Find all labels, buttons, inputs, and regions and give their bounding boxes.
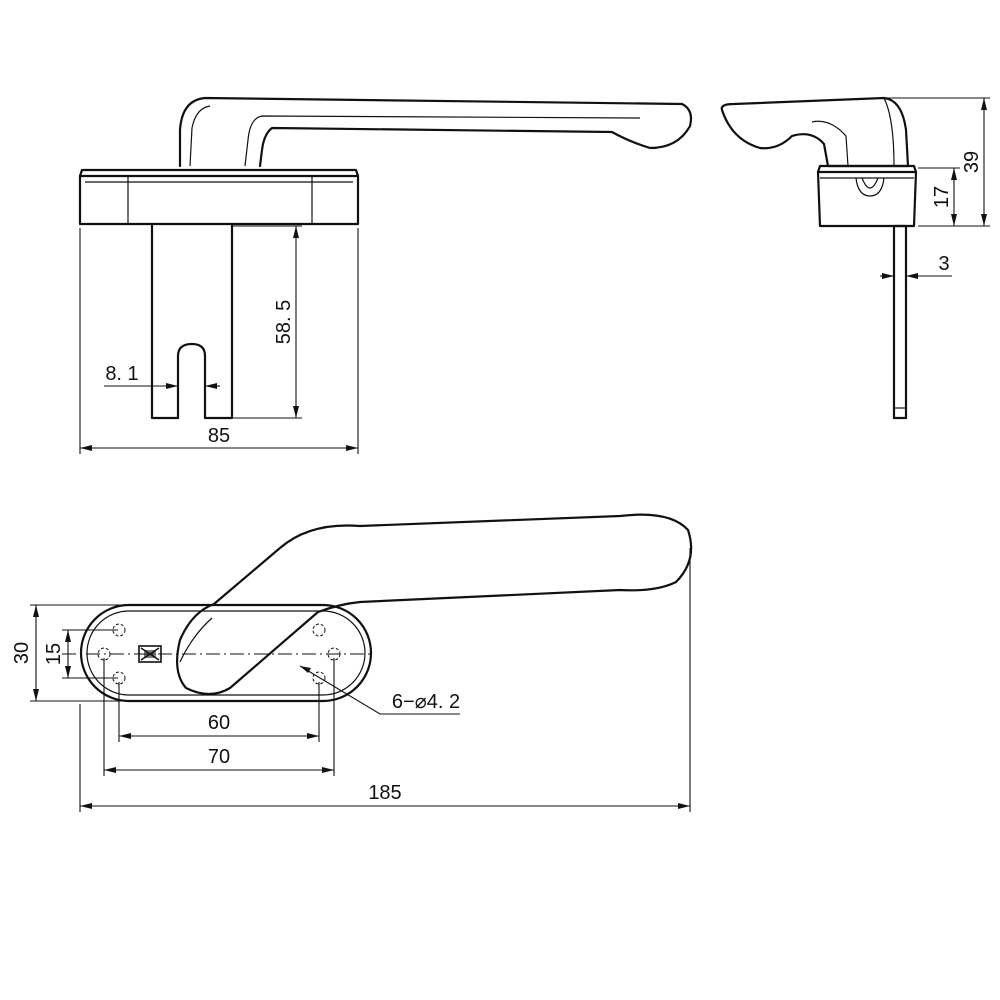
dim-label-15: 15 bbox=[43, 643, 65, 665]
dim-label-60: 60 bbox=[208, 712, 230, 734]
hole bbox=[112, 671, 126, 685]
dim-label-8-1: 8. 1 bbox=[105, 363, 138, 385]
hole-callout-leader bbox=[299, 665, 460, 715]
dim-label-85: 85 bbox=[208, 425, 230, 447]
dim-label-70: 70 bbox=[208, 746, 230, 768]
side-lever bbox=[720, 96, 910, 168]
hole bbox=[327, 647, 341, 661]
hole bbox=[97, 647, 111, 661]
hole bbox=[312, 623, 326, 637]
front-rose bbox=[78, 174, 360, 226]
front-spindle bbox=[150, 222, 234, 420]
dim-label-39: 39 bbox=[961, 151, 983, 173]
side-rose-rim bbox=[816, 164, 918, 174]
dim-label-3: 3 bbox=[938, 253, 949, 275]
front-rose-rim bbox=[78, 168, 360, 178]
hole bbox=[112, 623, 126, 637]
plan-lever bbox=[175, 513, 693, 696]
front-elevation: 85 58. 5 8. 1 bbox=[78, 96, 693, 454]
side-elevation: 39 17 3 bbox=[720, 96, 990, 420]
side-rose bbox=[816, 170, 918, 228]
dim-label-58-5: 58. 5 bbox=[273, 300, 295, 344]
hole bbox=[312, 671, 326, 685]
dim-label-30: 30 bbox=[11, 642, 33, 664]
plan-backplate bbox=[79, 603, 373, 703]
dim-label-17: 17 bbox=[931, 186, 953, 208]
dim-label-185: 185 bbox=[368, 782, 401, 804]
front-lever bbox=[178, 96, 693, 168]
plan-view: 30 15 60 70 185 6−⌀4. 2 bbox=[11, 513, 693, 812]
side-spindle bbox=[892, 224, 908, 420]
logo-icon bbox=[138, 645, 162, 663]
mounting-holes bbox=[97, 623, 341, 685]
hole-callout-label: 6−⌀4. 2 bbox=[392, 691, 460, 713]
